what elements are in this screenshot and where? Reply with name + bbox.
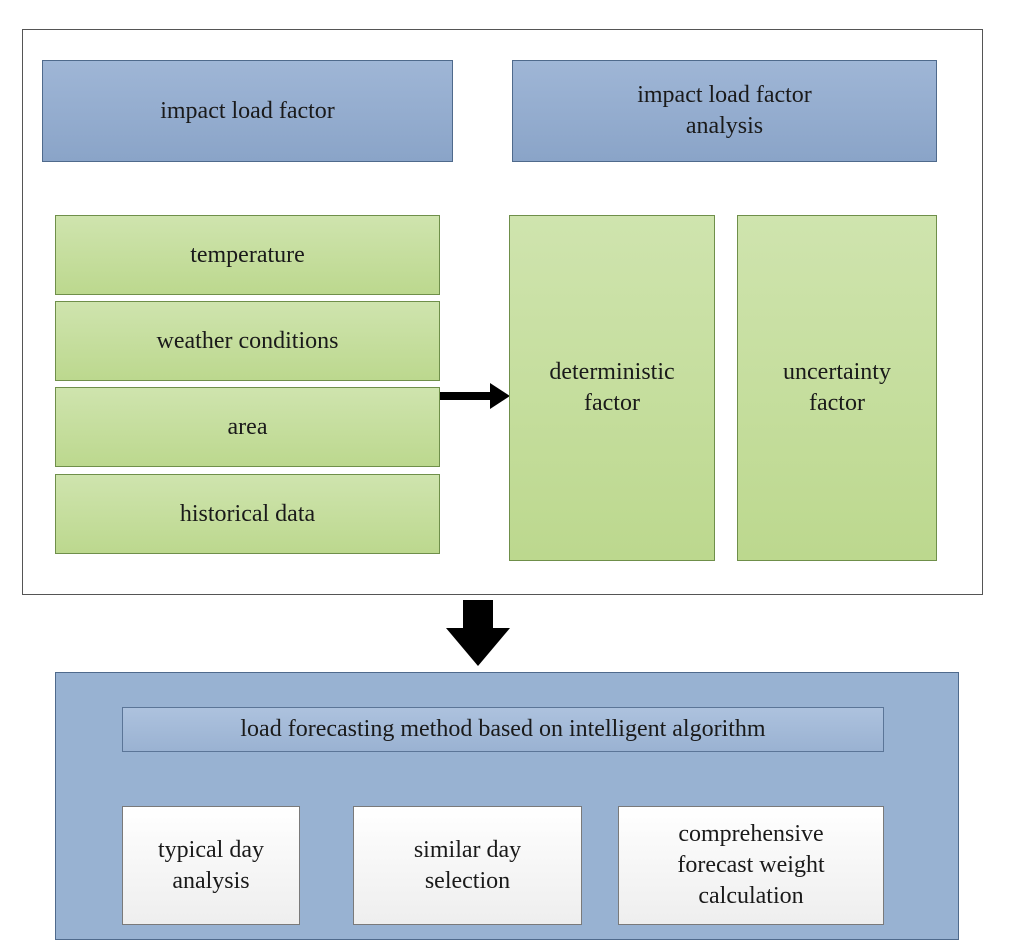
impact-load-factor-analysis-line-2: analysis (685, 113, 764, 139)
impact-load-factor-box: impact load factor (42, 60, 453, 162)
factor-weather-box: weather conditions (55, 301, 440, 381)
similar-day-line-1: similar day (413, 836, 522, 863)
down-arrow-icon (446, 600, 510, 666)
impact-load-factor-label: impact load factor (160, 97, 335, 124)
right-arrow-icon (440, 383, 510, 409)
typical-day-line-1: typical day (158, 836, 264, 863)
comprehensive-line-2: forecast weight (677, 852, 825, 878)
uncertainty-factor-line-1: uncertainty (783, 359, 891, 385)
factor-temperature-box: temperature (55, 215, 440, 295)
similar-day-line-2: selection (424, 867, 511, 894)
comprehensive-forecast-box: comprehensive forecast weight calculatio… (618, 806, 884, 925)
typical-day-analysis-box: typical day analysis (122, 806, 300, 925)
deterministic-factor-line-1: deterministic (549, 359, 675, 385)
deterministic-factor-box: deterministic factor (509, 215, 715, 561)
factor-area-label: area (227, 413, 268, 440)
factor-historical-data-label: historical data (179, 500, 316, 527)
factor-historical-data-box: historical data (55, 474, 440, 554)
similar-day-selection-box: similar day selection (353, 806, 582, 925)
factor-area-box: area (55, 387, 440, 467)
typical-day-line-2: analysis (172, 867, 250, 894)
uncertainty-factor-line-2: factor (809, 390, 865, 416)
uncertainty-factor-box: uncertainty factor (737, 215, 937, 561)
deterministic-factor-line-2: factor (584, 390, 640, 416)
forecasting-method-title: load forecasting method based on intelli… (240, 716, 766, 742)
impact-load-factor-analysis-line-1: impact load factor (637, 82, 812, 108)
factor-temperature-label: temperature (190, 241, 305, 268)
impact-load-factor-analysis-box: impact load factor analysis (512, 60, 937, 162)
comprehensive-line-1: comprehensive (678, 821, 824, 847)
forecasting-method-title-bar: load forecasting method based on intelli… (122, 707, 884, 752)
factor-weather-label: weather conditions (156, 327, 339, 354)
comprehensive-line-3: calculation (698, 883, 804, 909)
